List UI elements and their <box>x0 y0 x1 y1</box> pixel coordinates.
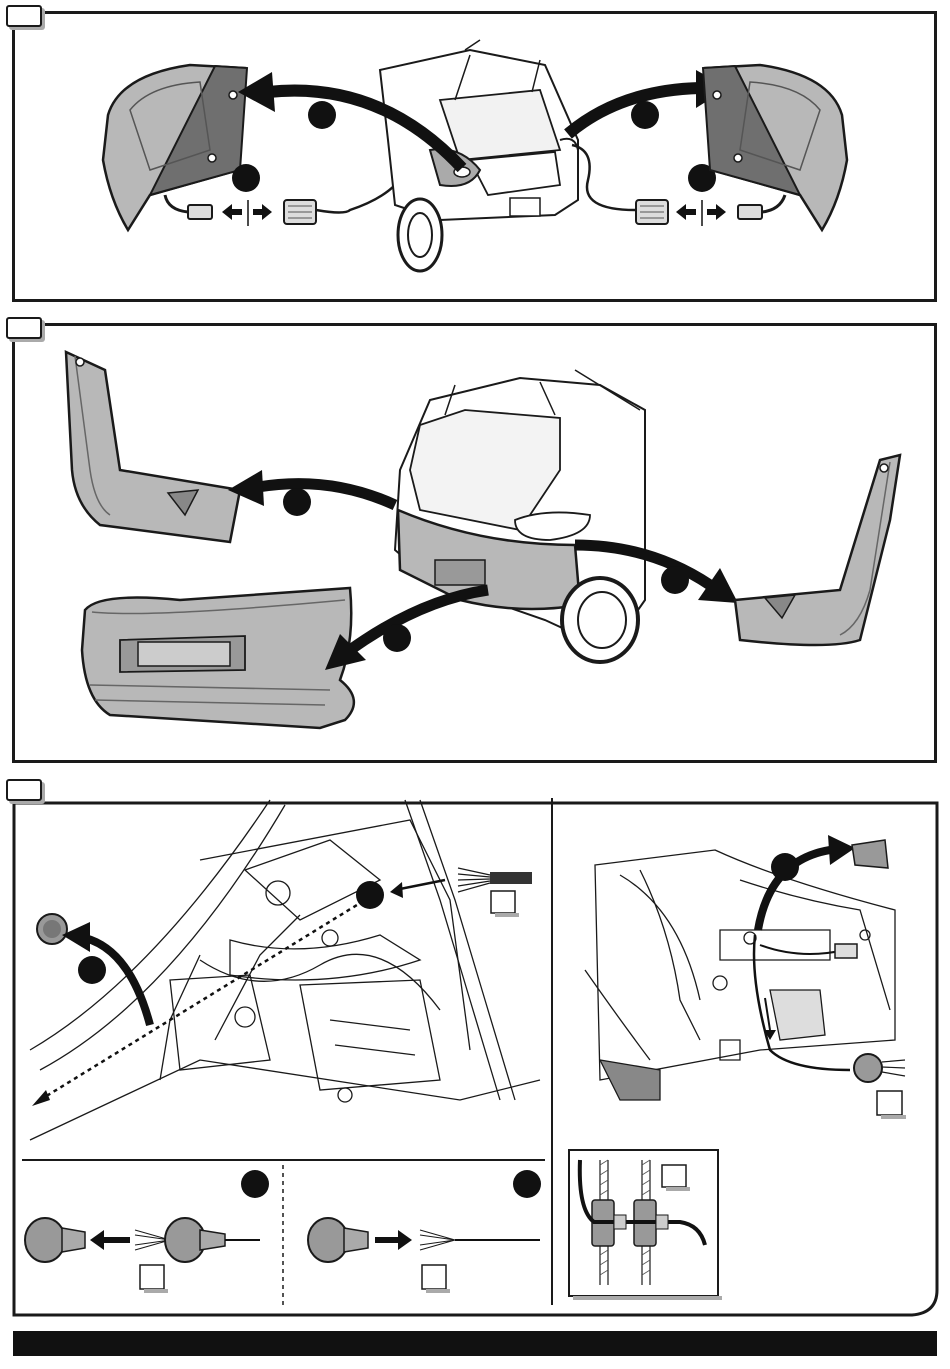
routing-arrow-head-icon <box>32 1090 50 1106</box>
callout-box-shadow <box>426 1289 450 1293</box>
step-3-illustration <box>0 0 950 1330</box>
callout-box-shadow <box>144 1289 168 1293</box>
underbody-icon <box>585 850 895 1100</box>
grommet-icon <box>37 914 67 944</box>
step-badge-icon <box>241 1170 269 1198</box>
step-badge-icon <box>78 956 106 984</box>
sealant-pad-icon <box>852 840 888 868</box>
callout-box-shadow <box>495 913 519 917</box>
step-badge-icon <box>513 1170 541 1198</box>
trunk-interior-icon <box>30 800 540 1140</box>
callout-box <box>140 1265 164 1289</box>
step-badge-icon <box>771 853 799 881</box>
callout-box <box>877 1091 902 1115</box>
curved-arrow-icon <box>62 922 150 1025</box>
callout-box <box>422 1265 446 1289</box>
grommet-detail-inset <box>569 1150 722 1300</box>
grommet-with-wires-icon <box>25 1218 260 1262</box>
grommet-icon <box>854 1054 905 1082</box>
connector-icon <box>835 944 857 958</box>
callout-box-shadow <box>881 1115 906 1119</box>
step-badge-icon <box>356 881 384 909</box>
footer-bar <box>13 1331 937 1356</box>
callout-box <box>491 891 515 913</box>
grommet-insert-wires-icon <box>308 1218 540 1262</box>
